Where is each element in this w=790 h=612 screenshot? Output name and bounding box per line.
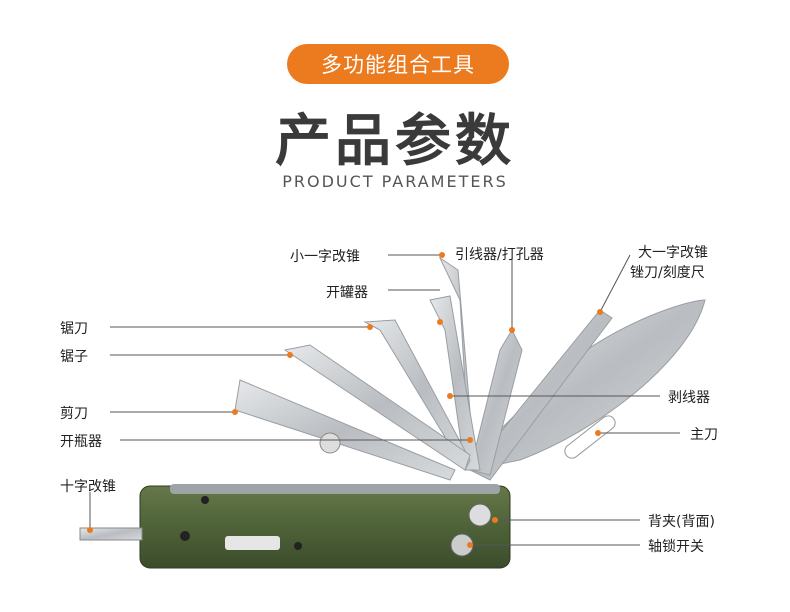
label-back-clip: 背夹(背面) [648, 514, 715, 530]
label-axle-lock: 轴锁开关 [648, 539, 704, 555]
page-title: 产品参数 [275, 109, 515, 174]
callout-dot [467, 437, 473, 443]
label-saw-knife: 锯刀 [60, 321, 88, 337]
callout-dot [439, 252, 445, 258]
label-saw: 锯子 [60, 349, 88, 365]
label-awl: 引线器/打孔器 [455, 247, 544, 263]
label-bottle-opener: 开瓶器 [60, 434, 102, 450]
label-wire-stripper: 剥线器 [668, 390, 710, 406]
phillips-shaft [79, 527, 143, 541]
ruler-file-shape [469, 309, 613, 481]
handle-hole-3 [294, 542, 302, 550]
label-big-screwdriver-1: 大一字改锥 [638, 245, 708, 261]
handle-top-bar [170, 484, 500, 494]
saw-shape [283, 344, 471, 471]
label-main-blade: 主刀 [690, 427, 718, 443]
back-clip-screw [468, 503, 492, 527]
callout-dot [287, 352, 293, 358]
callout-dot [87, 527, 93, 533]
callout-dot [492, 517, 498, 523]
label-can-opener: 开罐器 [326, 285, 368, 301]
callout-dot [232, 409, 238, 415]
awl-shape [469, 328, 523, 476]
label-scissors: 剪刀 [60, 406, 88, 422]
callout-dot [597, 309, 603, 315]
handle-window [225, 536, 280, 550]
label-big-screwdriver-2: 锉刀/刻度尺 [630, 265, 705, 281]
saw-knife-shape [363, 319, 471, 472]
label-small-screwdriver: 小一字改锥 [290, 249, 360, 265]
main-blade-slot [564, 415, 616, 459]
handle-hole-1 [180, 531, 190, 541]
scissors-pivot [319, 432, 341, 454]
callout-dot [595, 430, 601, 436]
label-phillips: 十字改锥 [60, 479, 116, 495]
page-subtitle: PRODUCT PARAMETERS [282, 172, 508, 191]
category-badge: 多功能组合工具 [287, 44, 509, 84]
callout-dot [367, 324, 373, 330]
callout-dot [509, 327, 515, 333]
handle-hole-2 [201, 496, 209, 504]
can-opener-shape [429, 295, 481, 471]
callout-dot [447, 393, 453, 399]
callout-dot [467, 542, 473, 548]
callout-dot [437, 319, 443, 325]
